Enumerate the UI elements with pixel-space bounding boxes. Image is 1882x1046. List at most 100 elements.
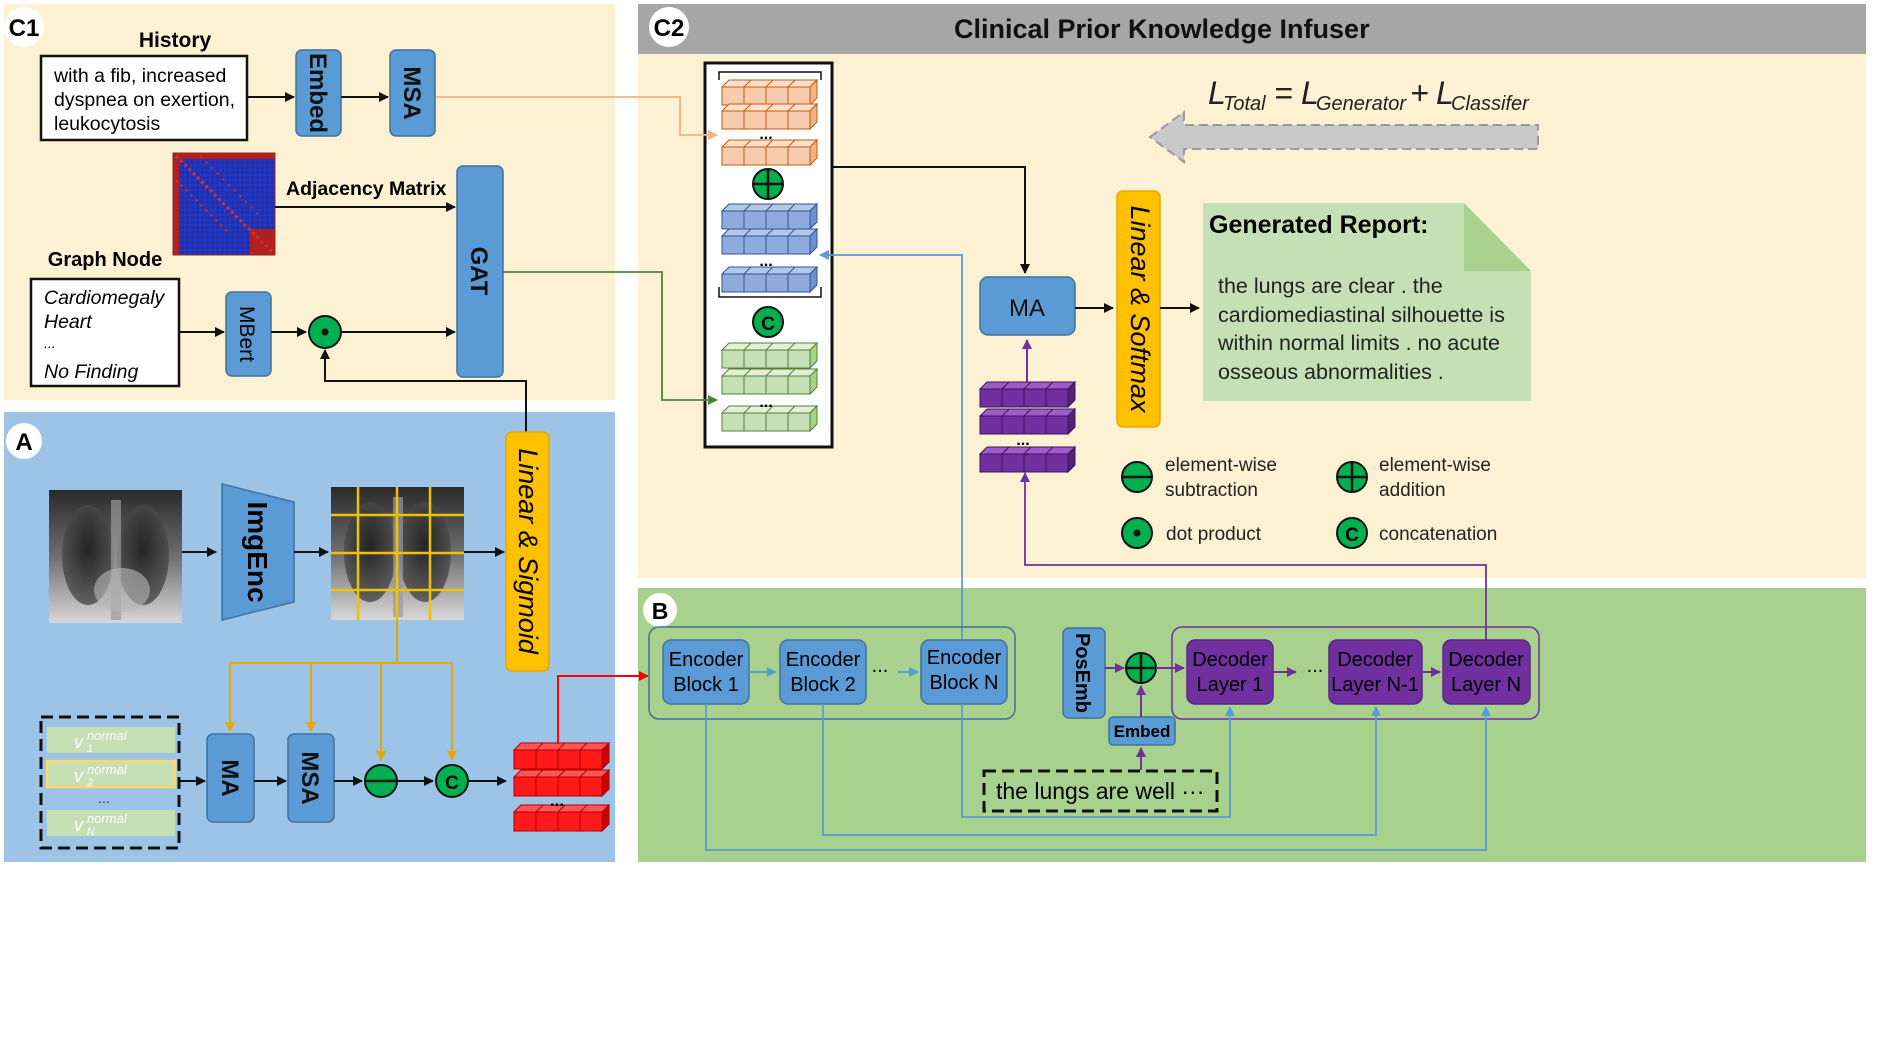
input-text: the lungs are well ··· bbox=[996, 778, 1204, 804]
c2-feature-7 bbox=[720, 341, 819, 370]
c2-ma-label: MA bbox=[1009, 295, 1045, 322]
red-feature-2 bbox=[512, 768, 611, 798]
encoder-block-2-line2: Block 2 bbox=[790, 674, 856, 696]
a-msa-block bbox=[287, 733, 335, 823]
c2-feature-4 bbox=[720, 202, 819, 231]
normal-vectors-box bbox=[39, 715, 181, 850]
legend-add-line2: addition bbox=[1379, 480, 1446, 501]
report-line-2: cardiomediastinal silhouette is bbox=[1218, 303, 1505, 327]
arrow-msa-orange bbox=[436, 96, 718, 140]
graph-node-2: Heart bbox=[44, 311, 93, 333]
report-line-4: osseous abnormalities . bbox=[1218, 360, 1444, 384]
linear-softmax-label: Linear & Softmax bbox=[1125, 205, 1155, 414]
adjacency-matrix-image bbox=[172, 152, 276, 256]
legend-add-line1: element-wise bbox=[1379, 455, 1491, 476]
encoder-block-n-line1: Encoder bbox=[927, 647, 1002, 669]
posemb-block bbox=[1062, 627, 1106, 719]
arrow-features-ma bbox=[832, 166, 1030, 274]
history-title: History bbox=[139, 29, 212, 52]
orange-ellipsis: ... bbox=[759, 126, 772, 143]
mbert-block bbox=[225, 291, 272, 377]
c1-msa-block bbox=[389, 49, 436, 137]
graph-node-1: Cardiomegaly bbox=[44, 287, 166, 309]
loss-l1: L bbox=[1208, 75, 1226, 111]
arrow-red-encoder bbox=[557, 671, 649, 744]
nvn-sup: normal bbox=[87, 811, 128, 826]
arrow-encoder-blue bbox=[819, 250, 963, 640]
nvn-sub: N bbox=[87, 826, 95, 838]
nv2-sub: 2 bbox=[86, 777, 93, 789]
loss-backprop-arrow bbox=[1148, 110, 1539, 164]
encoder-block-1-line1: Encoder bbox=[669, 649, 744, 671]
arrow-sigmoid-dot bbox=[320, 349, 527, 432]
loss-eq: = bbox=[1274, 75, 1293, 111]
decoder-output-3 bbox=[978, 445, 1077, 474]
history-line-3: leukocytosis bbox=[54, 113, 160, 135]
input-text-box bbox=[982, 769, 1219, 813]
concat-op-c2 bbox=[752, 306, 784, 338]
c1-label: C1 bbox=[9, 15, 40, 42]
green-ellipsis: ... bbox=[759, 394, 772, 411]
legend-sub-line2: subtraction bbox=[1165, 480, 1258, 501]
graph-node-3: ... bbox=[44, 335, 56, 351]
history-line-1: with a fib, increased bbox=[53, 65, 226, 87]
a-label: A bbox=[15, 429, 32, 456]
nvn-base: v bbox=[74, 815, 84, 835]
graph-node-box bbox=[29, 277, 181, 388]
red-stack-ellipsis: ... bbox=[550, 791, 564, 810]
nv-ellipsis: ... bbox=[98, 790, 110, 806]
linear-sigmoid-label: Linear & Sigmoid bbox=[513, 448, 543, 655]
decoder-group bbox=[1171, 626, 1540, 720]
decoder-layer-n-line2: Layer N bbox=[1451, 674, 1521, 696]
generated-report-note bbox=[1203, 203, 1531, 401]
arrow-enc2-decN1 bbox=[822, 704, 1381, 836]
b-label: B bbox=[652, 598, 669, 624]
c1-label-circle bbox=[4, 7, 44, 47]
c2-feature-3 bbox=[720, 138, 819, 167]
decoder-layer-n-1-line2: Layer N-1 bbox=[1331, 674, 1419, 696]
normal-vector-1 bbox=[47, 727, 175, 753]
red-feature-3 bbox=[512, 803, 611, 833]
decoder-layer-n-line1: Decoder bbox=[1448, 649, 1524, 671]
legend-concat-label: concatenation bbox=[1379, 524, 1497, 545]
subtraction-op bbox=[364, 764, 398, 798]
graph-node-title: Graph Node bbox=[48, 249, 162, 271]
report-line-1: the lungs are clear . the bbox=[1218, 274, 1443, 298]
decoder-layer-n-1-line1: Decoder bbox=[1337, 649, 1413, 671]
legend-dot-product-icon bbox=[1121, 517, 1153, 549]
encoder-ellipsis: ... bbox=[872, 655, 889, 677]
a-ma-label: MA bbox=[216, 759, 243, 796]
legend-dot-label: dot product bbox=[1166, 524, 1262, 545]
loss-generator: Generator bbox=[1316, 93, 1407, 115]
decoder-layer-n bbox=[1442, 639, 1531, 705]
c2-label: C2 bbox=[654, 15, 685, 42]
report-title: Generated Report: bbox=[1209, 211, 1428, 239]
c2-label-circle bbox=[649, 7, 689, 47]
history-box bbox=[39, 54, 249, 142]
linear-sigmoid-block bbox=[505, 431, 550, 672]
c2-feature-1 bbox=[720, 78, 819, 107]
legend-sub-line1: element-wise bbox=[1165, 455, 1277, 476]
red-feature-1 bbox=[512, 741, 611, 771]
decoder-output-2 bbox=[978, 407, 1077, 436]
concat-op-a-symbol: C bbox=[445, 773, 459, 794]
concat-op-c2-symbol: C bbox=[761, 314, 775, 335]
nv1-sup: normal bbox=[87, 728, 128, 743]
gat-label: GAT bbox=[465, 247, 492, 296]
encoder-block-n-line2: Block N bbox=[930, 672, 999, 694]
imgenc-block bbox=[221, 483, 295, 621]
encoder-group bbox=[648, 626, 1016, 720]
c2-title-bar bbox=[638, 4, 1866, 54]
addition-op-b bbox=[1125, 652, 1157, 684]
history-line-2: dyspnea on exertion, bbox=[54, 89, 235, 111]
legend-addition-icon bbox=[1336, 461, 1368, 493]
b-label-circle bbox=[643, 593, 677, 627]
c1-embed-label: Embed bbox=[304, 53, 331, 133]
dot-product-op-c1 bbox=[308, 315, 342, 349]
report-line-3: within normal limits . no acute bbox=[1217, 331, 1500, 355]
blue-ellipsis: ... bbox=[759, 253, 772, 270]
loss-l2: L bbox=[1301, 75, 1319, 111]
arrow-enc1-decN bbox=[705, 704, 1491, 851]
